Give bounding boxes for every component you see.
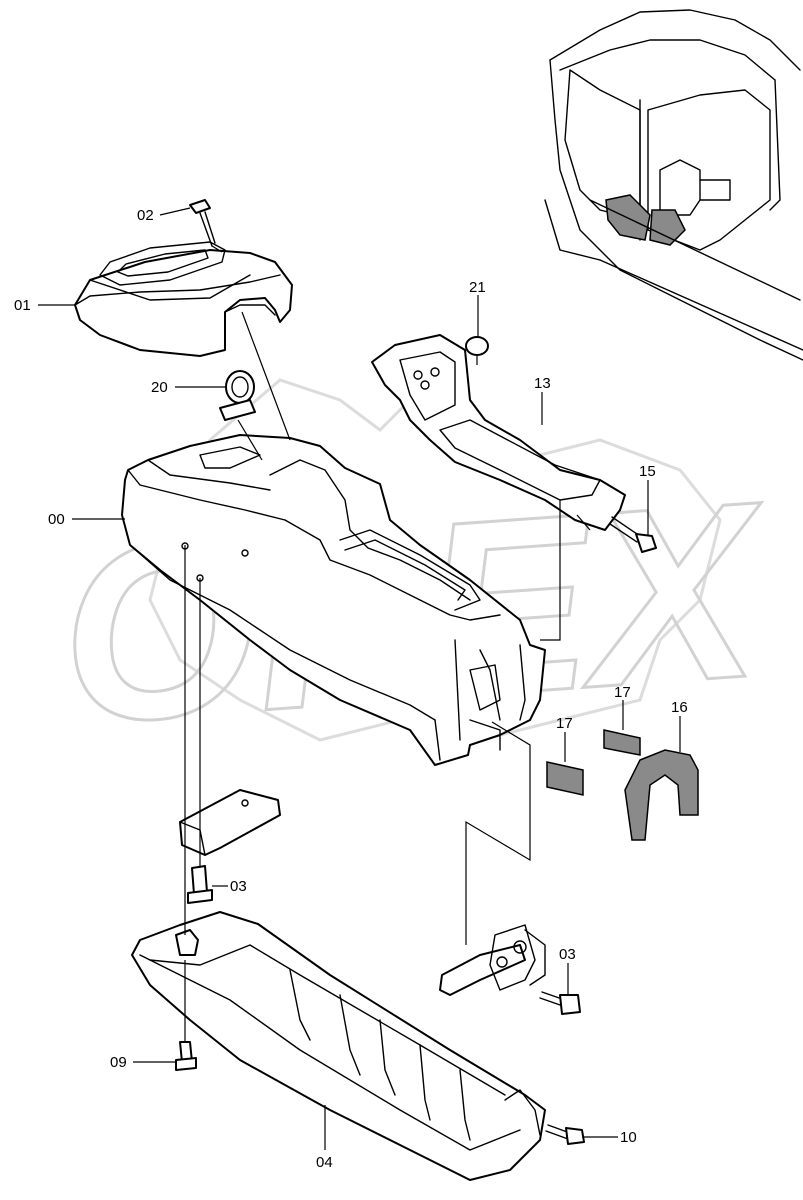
part-16-foam-u — [624, 749, 699, 841]
callout-15: 15 — [639, 463, 656, 480]
part-04-tray — [131, 911, 546, 1181]
part-02-bolt — [189, 199, 216, 247]
lower-bracket — [439, 924, 546, 996]
part-03-bolt-b — [539, 991, 581, 1015]
part-00-console — [121, 434, 546, 766]
callout-01: 01 — [14, 297, 31, 314]
callout-17-lower: 17 — [556, 715, 573, 732]
callout-21: 21 — [469, 279, 486, 296]
part-01-top-cover — [74, 241, 293, 357]
callout-20: 20 — [151, 379, 168, 396]
callout-09: 09 — [110, 1054, 127, 1071]
callout-03-left: 03 — [230, 878, 247, 895]
callout-04: 04 — [316, 1154, 333, 1171]
part-13-bracket — [371, 334, 626, 531]
part-03-bolt-a — [187, 865, 213, 904]
part-21-plug — [465, 336, 489, 356]
part-15-bolt — [609, 516, 657, 553]
part-10-bolt — [545, 1124, 585, 1145]
callout-03-right: 03 — [559, 946, 576, 963]
callout-16: 16 — [671, 699, 688, 716]
callout-10: 10 — [620, 1129, 637, 1146]
callout-00: 00 — [48, 511, 65, 528]
callout-labels: 02 01 20 00 21 13 15 17 17 16 03 03 09 0… — [14, 207, 688, 1171]
part-09-bolt — [175, 1041, 197, 1071]
watermark-gear — [148, 378, 722, 742]
callout-02: 02 — [137, 207, 154, 224]
callout-leaders — [38, 207, 681, 1150]
assembly-lines — [184, 245, 591, 1042]
callout-17-upper: 17 — [614, 684, 631, 701]
part-17-foam-pads — [546, 729, 641, 796]
support-bracket — [179, 789, 281, 856]
cab-overview — [544, 9, 803, 361]
callout-13: 13 — [534, 375, 551, 392]
part-20-clamp — [219, 370, 256, 421]
